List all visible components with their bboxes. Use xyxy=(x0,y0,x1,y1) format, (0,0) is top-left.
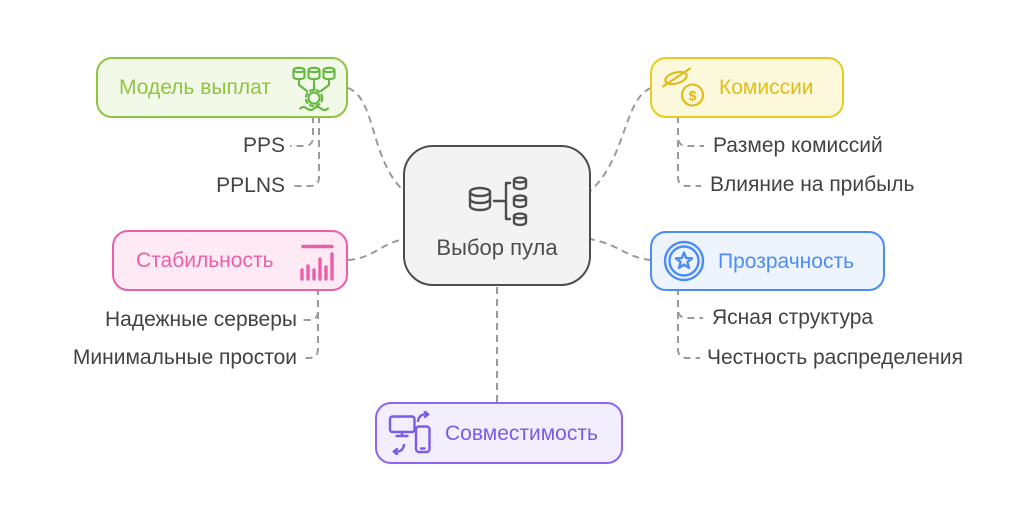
bar-chart-icon xyxy=(296,241,336,281)
node-label: Комиссии xyxy=(719,76,814,99)
node-label: Прозрачность xyxy=(718,249,855,273)
leaf-minimal-downtime[interactable]: Минимальные простои xyxy=(72,346,297,369)
leaf-fee-size[interactable]: Размер комиссий xyxy=(713,134,883,157)
node-compatibility[interactable]: Совместимость xyxy=(375,402,623,464)
node-label: Модель выплат xyxy=(119,76,271,99)
database-pool-icon xyxy=(464,172,530,230)
node-payout-model[interactable]: Модель выплат xyxy=(96,57,348,118)
leaf-pps[interactable]: PPS xyxy=(242,134,285,157)
svg-text:$: $ xyxy=(689,87,697,103)
leaf-reliable-servers[interactable]: Надежные серверы xyxy=(104,308,297,331)
node-stability[interactable]: Стабильность xyxy=(112,230,348,291)
node-label: Совместимость xyxy=(445,421,598,445)
node-label: Выбор пула xyxy=(436,235,558,260)
leaf-pplns[interactable]: PPLNS xyxy=(216,174,285,197)
payout-model-icon xyxy=(291,65,337,111)
node-pool-selection[interactable]: Выбор пула xyxy=(403,145,591,286)
star-badge-icon xyxy=(662,239,706,283)
node-label: Стабильность xyxy=(136,249,274,272)
node-fees[interactable]: $ Комиссии xyxy=(650,57,844,118)
crossed-fee-coin-icon: $ xyxy=(662,65,708,111)
device-sync-icon xyxy=(388,411,434,455)
leaf-profit-impact[interactable]: Влияние на прибыль xyxy=(710,173,915,196)
leaf-clear-structure[interactable]: Ясная структура xyxy=(712,306,874,329)
leaf-distribution-fairness[interactable]: Честность распределения xyxy=(707,346,963,369)
node-transparency[interactable]: Прозрачность xyxy=(650,231,885,291)
